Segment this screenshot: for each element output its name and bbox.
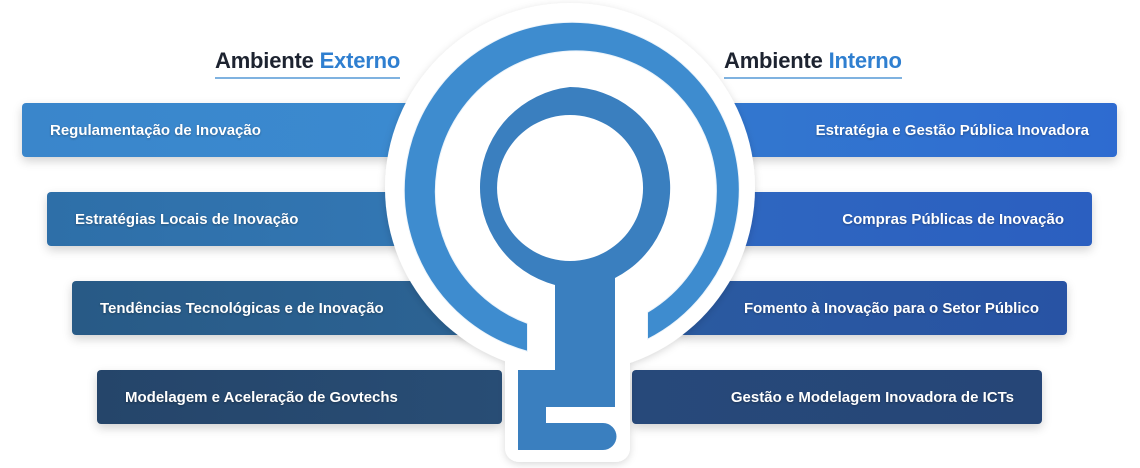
item-label: Fomento à Inovação para o Setor Público bbox=[743, 299, 1039, 317]
item-label: Compras Públicas de Inovação bbox=[842, 210, 1064, 228]
internal-item-3: Fomento à Inovação para o Setor Público bbox=[680, 281, 1067, 335]
external-item-1: Regulamentação de Inovação bbox=[22, 103, 422, 157]
external-item-2: Estratégias Locais de Inovação bbox=[47, 192, 447, 246]
heading-accent: Interno bbox=[828, 48, 902, 73]
item-label: Gestão e Modelagem Inovadora de ICTs bbox=[730, 388, 1014, 406]
heading-accent: Externo bbox=[319, 48, 401, 73]
item-label: Estratégia e Gestão Pública Inovadora bbox=[815, 121, 1089, 139]
item-label: Estratégias Locais de Inovação bbox=[75, 210, 299, 228]
internal-item-2: Compras Públicas de Inovação bbox=[700, 192, 1092, 246]
external-item-3: Tendências Tecnológicas e de Inovação bbox=[72, 281, 472, 335]
heading-main: Ambiente bbox=[724, 48, 823, 73]
external-item-4: Modelagem e Aceleração de Govtechs bbox=[97, 370, 502, 424]
heading-main: Ambiente bbox=[215, 48, 314, 73]
inner-ring-stem bbox=[479, 87, 671, 450]
external-heading: Ambiente Externo bbox=[215, 48, 400, 79]
item-label: Regulamentação de Inovação bbox=[50, 121, 261, 139]
item-label: Tendências Tecnológicas e de Inovação bbox=[100, 299, 384, 317]
internal-item-4: Gestão e Modelagem Inovadora de ICTs bbox=[632, 370, 1042, 424]
internal-heading: Ambiente Interno bbox=[724, 48, 902, 79]
internal-item-1: Estratégia e Gestão Pública Inovadora bbox=[700, 103, 1117, 157]
item-label: Modelagem e Aceleração de Govtechs bbox=[125, 388, 398, 406]
